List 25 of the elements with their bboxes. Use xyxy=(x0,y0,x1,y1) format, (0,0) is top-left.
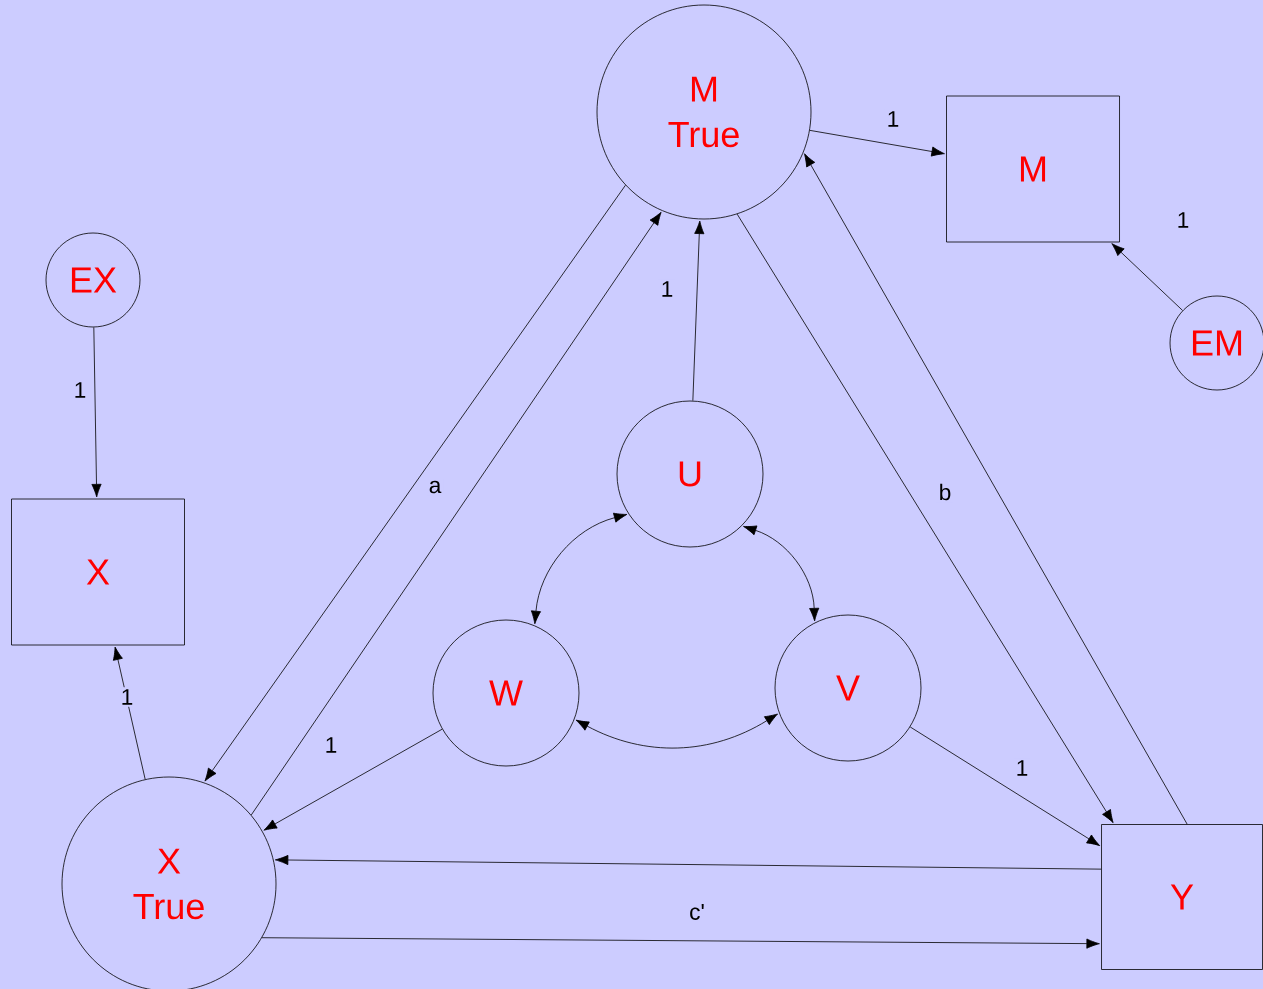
arrow xyxy=(692,220,705,402)
arrow xyxy=(909,726,1101,846)
edge-label: c' xyxy=(687,902,707,922)
box-node: X xyxy=(11,498,185,646)
arrow xyxy=(274,854,1102,870)
arrow xyxy=(743,525,820,622)
arrow xyxy=(575,713,778,749)
arrow xyxy=(204,184,626,782)
arrow xyxy=(804,153,1188,825)
arrow xyxy=(91,327,102,498)
circle-node: V xyxy=(774,614,922,762)
arrow xyxy=(263,728,443,831)
box-node: M xyxy=(946,95,1120,243)
arrow xyxy=(736,213,1114,824)
arrow xyxy=(809,129,945,157)
circle-node: M True xyxy=(596,4,812,220)
arrow xyxy=(1111,243,1183,311)
circle-node: W xyxy=(432,619,580,767)
circle-node: EX xyxy=(45,232,141,328)
circle-node: U xyxy=(616,400,764,548)
arrow xyxy=(261,937,1100,949)
arrow xyxy=(112,646,146,780)
box-node: Y xyxy=(1101,824,1263,970)
arrow xyxy=(250,211,662,816)
arrow xyxy=(530,512,628,625)
